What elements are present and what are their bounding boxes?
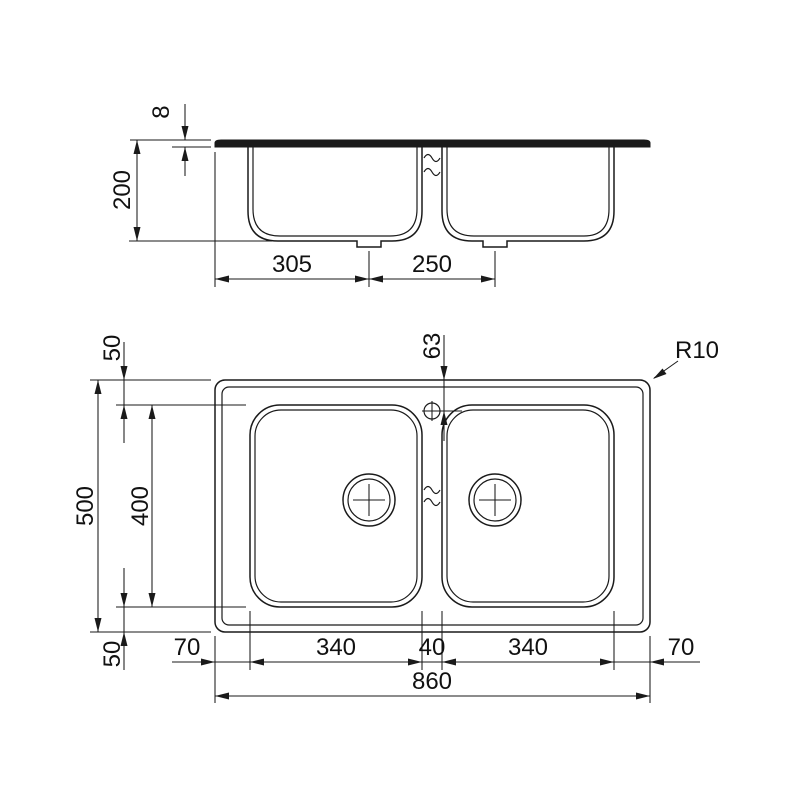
dim-label-left-margin: 70 xyxy=(174,634,201,661)
dim-label-corner-radius: R10 xyxy=(675,337,719,364)
section-rim xyxy=(214,139,651,148)
plan-view: R10 500 400 50 xyxy=(72,333,719,703)
dim-overall-width: 860 xyxy=(215,668,650,700)
dim-top-margin: 50 xyxy=(99,335,128,443)
plan-inner-edge xyxy=(221,386,644,626)
dim-label-bottom-margin: 50 xyxy=(99,641,126,668)
dim-label-overall-width: 860 xyxy=(412,668,452,695)
section-view: 8 200 305 250 xyxy=(109,104,651,287)
dim-label-left-bowl-width: 340 xyxy=(316,634,356,661)
dim-label-overall-depth: 500 xyxy=(72,486,99,526)
dim-drain-positions: 305 250 xyxy=(214,152,496,287)
dim-label-drain-spacing: 250 xyxy=(412,251,452,278)
dim-bottom-chain: 70 340 40 340 70 xyxy=(172,634,700,666)
section-left-bowl-outer xyxy=(247,147,423,248)
dim-label-tap-offset: 63 xyxy=(419,333,446,360)
dim-label-top-margin: 50 xyxy=(99,335,126,362)
dim-label-right-margin: 70 xyxy=(668,634,695,661)
section-right-bowl-outer xyxy=(441,147,615,248)
plan-left-bowl-outer xyxy=(249,404,423,608)
dim-label-rim-thickness: 8 xyxy=(148,105,175,118)
dim-corner-radius: R10 xyxy=(653,337,719,379)
dim-bottom-margin: 50 xyxy=(99,568,128,670)
dim-rim-thickness: 8 xyxy=(130,104,211,176)
dim-overall-depth: 500 xyxy=(72,380,102,632)
plan-left-bowl-inner xyxy=(254,409,418,603)
dim-bowl-length: 400 xyxy=(127,405,156,607)
dim-label-right-bowl-width: 340 xyxy=(508,634,548,661)
right-drain-icon xyxy=(468,473,522,527)
plan-outer-edge xyxy=(214,379,651,633)
dim-label-left-drain-offset: 305 xyxy=(272,251,312,278)
plan-right-bowl-outer xyxy=(441,404,615,608)
section-right-bowl-inner xyxy=(446,147,610,237)
dim-depth: 200 xyxy=(109,140,272,242)
plan-break-mark-icon xyxy=(423,485,441,507)
section-left-bowl-inner xyxy=(252,147,418,237)
dim-label-depth: 200 xyxy=(109,170,136,210)
section-break-mark-icon xyxy=(423,153,441,177)
dim-tap-offset: 63 xyxy=(419,333,462,441)
dim-label-bowl-length: 400 xyxy=(127,486,154,526)
dim-label-divider-width: 40 xyxy=(419,634,446,661)
plan-right-bowl-inner xyxy=(446,409,610,603)
left-drain-icon xyxy=(342,473,396,527)
